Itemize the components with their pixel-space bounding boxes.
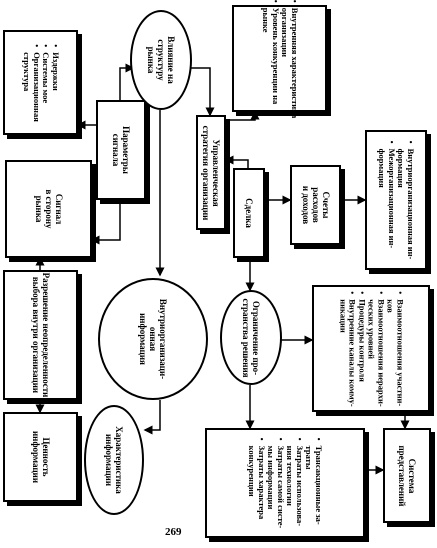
tehnologii-item: Затраты использова- ния технологии: [285, 438, 306, 529]
cennost-label: Ценность информации: [30, 430, 51, 484]
vnutriorg-info-ellipse: Внутриорганизаци- онная информация: [98, 278, 208, 400]
sistemy-info-item: Затраты самой систе- мы информации: [266, 438, 287, 529]
vzaimo-uchastnikov-item: Взаимоотношения участни- ков: [385, 291, 406, 407]
procedury-item: Процедуры контроля: [357, 291, 367, 407]
zatraty-box: Трансакционные за- траты Затраты использ…: [205, 428, 365, 538]
sdelka-label: Сделка: [244, 198, 254, 228]
izderzhki-item: Издержки: [50, 44, 61, 122]
vnutriorg-info-label: Внутриорганизаци- онная информация: [138, 298, 168, 380]
info-box: Внутриорганизационная ин- формация Межор…: [365, 130, 427, 270]
parametry-signala-box: Параметры сигнала: [96, 100, 146, 200]
izderzhki-box: Издержки Системы мое Организационная стр…: [3, 30, 78, 135]
vliyanie-ellipse: Влияние на структуру рынка: [130, 10, 192, 110]
upravlencheskaya-label: Управленческая стратегия организации: [201, 125, 221, 220]
sistema-box: Система представлений: [383, 428, 431, 523]
uroven-item: Уровень конкуренции на рынке: [261, 0, 281, 118]
kanaly-item: Внутренние каналы комму- никации: [338, 291, 358, 407]
vzaimo-urovney-item: Взаимоотношения иерархи- ческих уровней: [366, 291, 387, 407]
ogranichenie-label: Ограничение про- странства решения: [241, 297, 261, 378]
razreshenie-box: Разрешение неопределенности выбора внутр…: [3, 270, 78, 400]
razreshenie-label: Разрешение неопределенности выбора внутр…: [30, 272, 51, 398]
sdelka-box: Сделка: [233, 168, 265, 258]
vnutriorg-item: Внутриорганизационная ин- формация: [396, 141, 417, 260]
parametry-signala-label: Параметры сигнала: [111, 126, 131, 174]
harakteristika-ellipse: Характеристика информации: [84, 405, 144, 515]
schety-label: Счеты расходов и доходов: [300, 185, 331, 225]
signal-box: Сигнал в сторону рынка: [5, 160, 92, 258]
izderzhki-list: Издержки Системы мое Организационная стр…: [22, 44, 61, 122]
info-list: Внутриорганизационная ин- формация Межор…: [377, 141, 417, 260]
page-number: 269: [165, 526, 182, 538]
ogranichenie-ellipse: Ограничение про- странства решения: [220, 290, 282, 385]
vnutrennyaya-item: Внутренняя характеристика организации: [280, 0, 300, 117]
vzaimo-box: Взаимоотношения участни- ков Взаимоотнош…: [312, 285, 430, 412]
zatraty-list: Трансакционные за- траты Затраты использ…: [247, 438, 325, 529]
vliyanie-label: Влияние на структуру рынка: [146, 36, 176, 84]
cennost-box: Ценность информации: [3, 412, 78, 502]
signal-label: Сигнал в сторону рынка: [33, 189, 64, 229]
schety-box: Счеты расходов и доходов: [290, 165, 341, 245]
transakcionnye-item: Трансакционные за- траты: [304, 438, 325, 529]
vnutrennie-list: Внутренняя характеристика организации Ур…: [261, 0, 300, 118]
upravlencheskaya-box: Управленческая стратегия организации: [196, 115, 226, 230]
konkurencii-item: Затраты характера конкуренции: [247, 438, 268, 529]
vnutrennie-box: Внутренняя характеристика организации Ур…: [232, 5, 327, 118]
org-structure-item: Организационная структура: [22, 44, 42, 122]
harakteristika-label: Характеристика информации: [104, 426, 124, 494]
mezhorg-item: Межорганизационная ин- формация: [377, 141, 398, 260]
sistema-label: Система представлений: [397, 445, 417, 506]
vzaimo-list: Взаимоотношения участни- ков Взаимоотнош…: [338, 291, 405, 407]
